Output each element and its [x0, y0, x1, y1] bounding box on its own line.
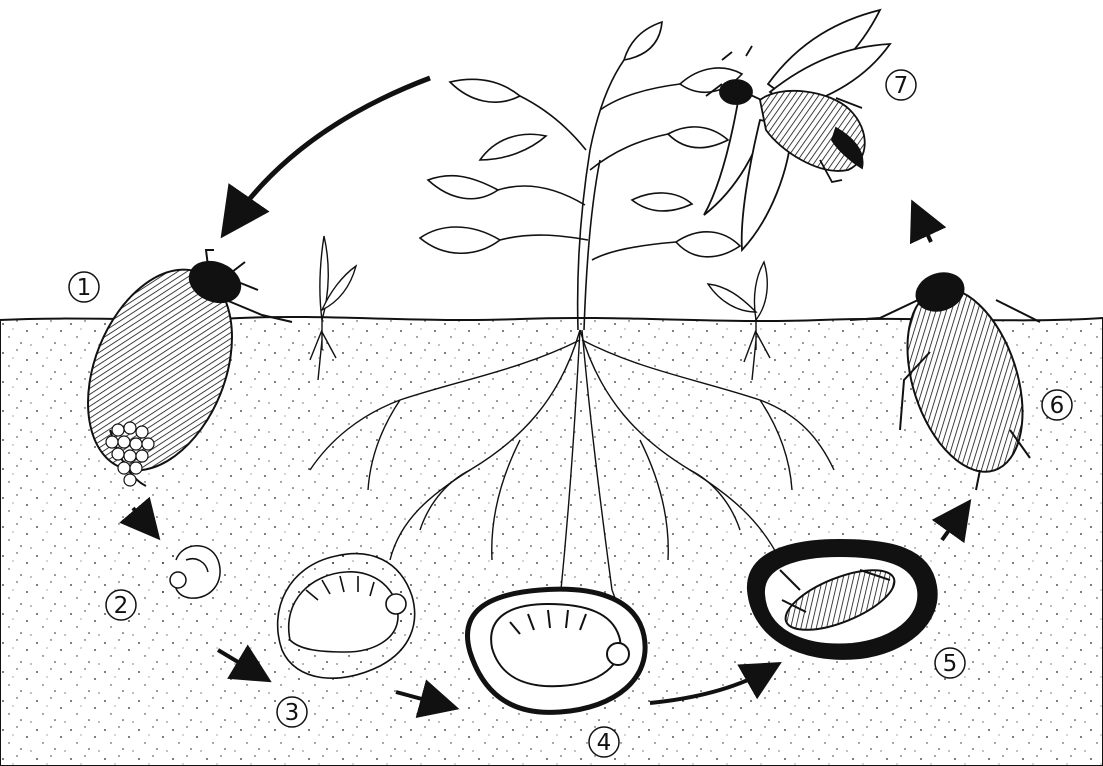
stage-5-marker: 5: [935, 648, 965, 678]
beetle-flying: [704, 10, 890, 250]
stage-7-label: 7: [894, 73, 909, 99]
stage-5-label: 5: [943, 651, 958, 677]
young-larva: [157, 539, 229, 611]
stage-7-marker: 7: [886, 70, 916, 100]
plant-illustration: [420, 22, 742, 330]
stage-6-marker: 6: [1042, 390, 1072, 420]
stage-4-marker: 4: [589, 727, 619, 757]
pupa-chamber: [748, 540, 937, 659]
arrow-7-to-1: [232, 78, 430, 222]
stage-2-label: 2: [114, 593, 129, 619]
stage-6-label: 6: [1050, 393, 1065, 419]
stage-3-label: 3: [285, 700, 300, 726]
arrow-6-to-7: [918, 214, 931, 242]
stage-2-marker: 2: [106, 590, 136, 620]
stage-4-label: 4: [597, 730, 612, 756]
stage-1-label: 1: [77, 275, 92, 301]
mature-larva: [467, 589, 645, 712]
stage-3-marker: 3: [277, 697, 307, 727]
stage-1-marker: 1: [69, 272, 99, 302]
